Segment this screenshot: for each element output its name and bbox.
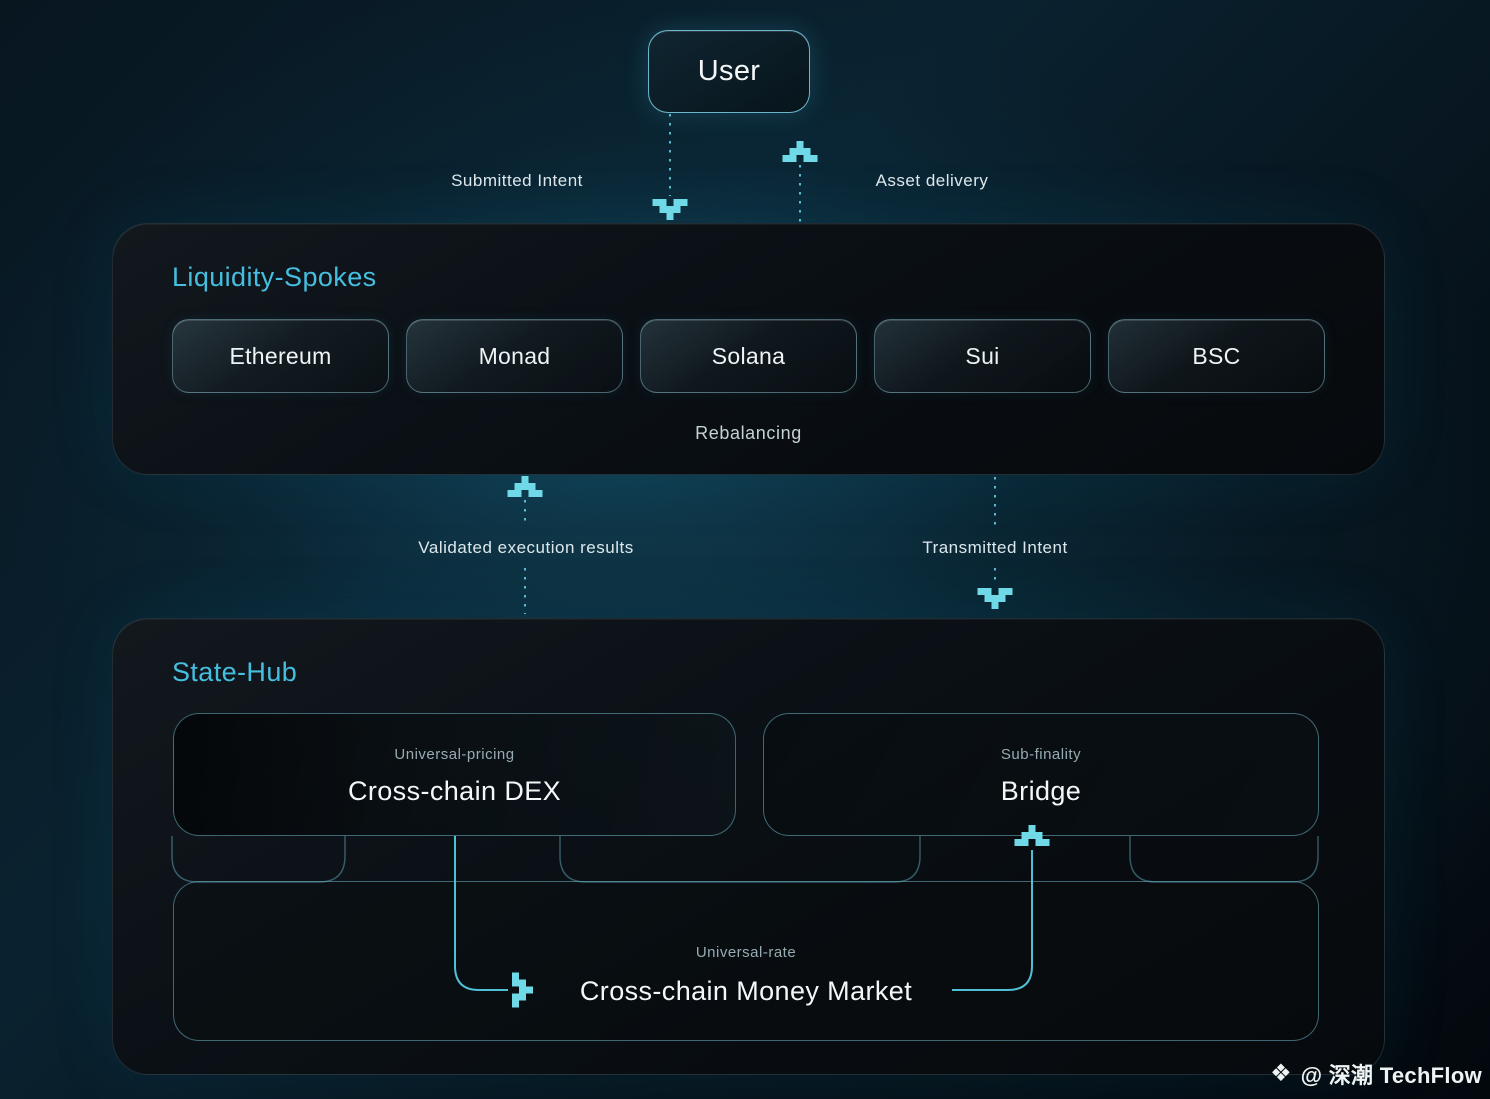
chain-node-solana: Solana	[640, 319, 857, 393]
cross-chain-dex-node: Universal-pricing Cross-chain DEX	[173, 713, 736, 836]
transmitted-intent-label: Transmitted Intent	[922, 538, 1068, 557]
watermark: ❖ @ 深潮 TechFlow	[1270, 1058, 1482, 1090]
chain-node-ethereum: Ethereum	[172, 319, 389, 393]
chain-label: Monad	[478, 342, 551, 369]
asset-delivery-arrow	[782, 141, 818, 222]
universal-pricing-tag: Universal-pricing	[394, 746, 515, 763]
cross-chain-money-market-label: Cross-chain Money Market	[579, 976, 913, 1006]
cross-chain-money-market-node: Universal-rate Cross-chain Money Market	[173, 881, 1319, 1041]
chain-label: Solana	[711, 342, 786, 369]
user-node-label: User	[697, 55, 761, 87]
submitted-intent-label: Submitted Intent	[451, 171, 583, 190]
chain-node-monad: Monad	[406, 319, 623, 393]
rebalancing-label: Rebalancing	[695, 423, 802, 443]
validated-execution-results-label: Validated execution results	[418, 538, 634, 557]
liquidity-spokes-title: Liquidity-Spokes	[172, 262, 377, 292]
watermark-text: @ 深潮 TechFlow	[1300, 1063, 1482, 1088]
sub-finality-tag: Sub-finality	[1000, 746, 1082, 763]
cross-chain-dex-label: Cross-chain DEX	[347, 776, 562, 806]
state-hub-title: State-Hub	[172, 657, 298, 687]
chain-node-bsc: BSC	[1108, 319, 1325, 393]
chain-node-sui: Sui	[874, 319, 1091, 393]
chain-label: Ethereum	[229, 342, 332, 369]
liquidity-spokes-panel: Liquidity-Spokes Ethereum Monad Solana S…	[112, 223, 1385, 475]
submitted-intent-arrow	[652, 114, 688, 220]
chain-label: BSC	[1192, 342, 1241, 369]
techflow-logo-icon: ❖	[1270, 1060, 1292, 1087]
universal-rate-tag: Universal-rate	[695, 944, 797, 961]
state-hub-panel: State-Hub Universal-pricing Cross-chain …	[112, 618, 1385, 1075]
bridge-label: Bridge	[1000, 776, 1082, 806]
user-node: User	[648, 30, 810, 113]
chain-label: Sui	[965, 342, 1000, 369]
bridge-node: Sub-finality Bridge	[763, 713, 1319, 836]
asset-delivery-label: Asset delivery	[875, 171, 989, 190]
